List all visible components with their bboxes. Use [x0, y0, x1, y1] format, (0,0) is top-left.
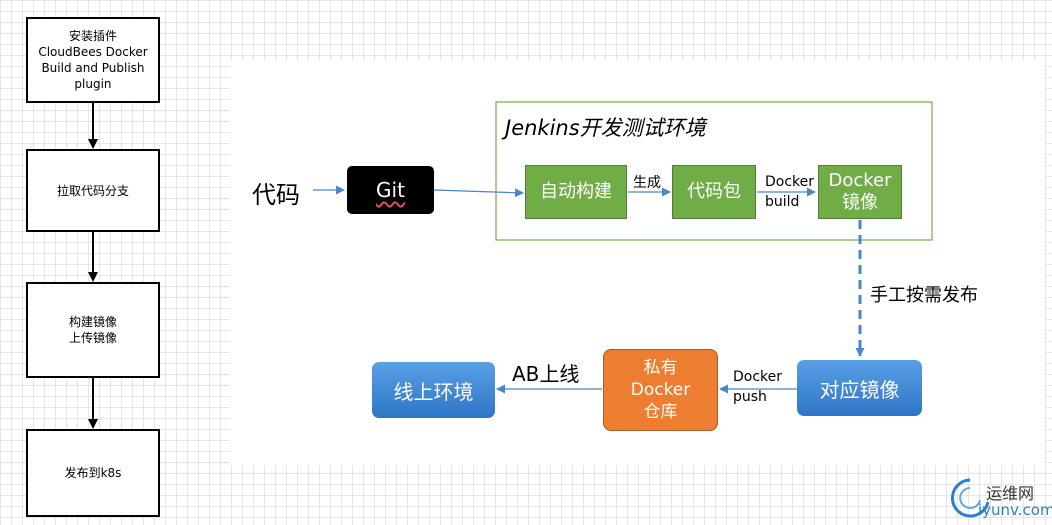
docker-image-node: Docker 镜像 — [818, 165, 902, 219]
flow-step-build-push-image: 构建镜像 上传镜像 — [26, 282, 160, 378]
generate-label: 生成 — [633, 175, 661, 191]
manual-release-label: 手工按需发布 — [870, 285, 978, 306]
docker-build-label: Docker build — [765, 174, 815, 210]
online-env-node: 线上环境 — [372, 362, 495, 418]
jenkins-env-title: Jenkins开发测试环境 — [505, 116, 706, 140]
watermark-cn: 运维网 — [986, 484, 1035, 503]
git-label: Git — [376, 178, 405, 202]
watermark-logo: 运维网 iyunv.com — [948, 476, 1052, 522]
flow-step-pull-branch: 拉取代码分支 — [26, 149, 160, 232]
git-node: Git — [347, 166, 434, 214]
private-docker-repo-node: 私有 Docker 仓库 — [603, 349, 718, 431]
flow-step-deploy-k8s: 发布到k8s — [26, 429, 160, 517]
target-image-node: 对应镜像 — [797, 360, 922, 416]
jenkins-env-frame — [495, 101, 933, 241]
source-code-label: 代码 — [252, 181, 300, 209]
ab-release-label: AB上线 — [512, 362, 580, 386]
arrow-git-to-build — [433, 188, 524, 198]
code-package-node: 代码包 — [672, 165, 756, 219]
swirl-icon — [950, 478, 990, 518]
docker-push-label: Docker push — [733, 369, 783, 405]
watermark-url: iyunv.com — [978, 501, 1052, 519]
flow-step-install-plugin: 安装插件 CloudBees Docker Build and Publish … — [26, 17, 160, 103]
auto-build-node: 自动构建 — [525, 165, 627, 219]
